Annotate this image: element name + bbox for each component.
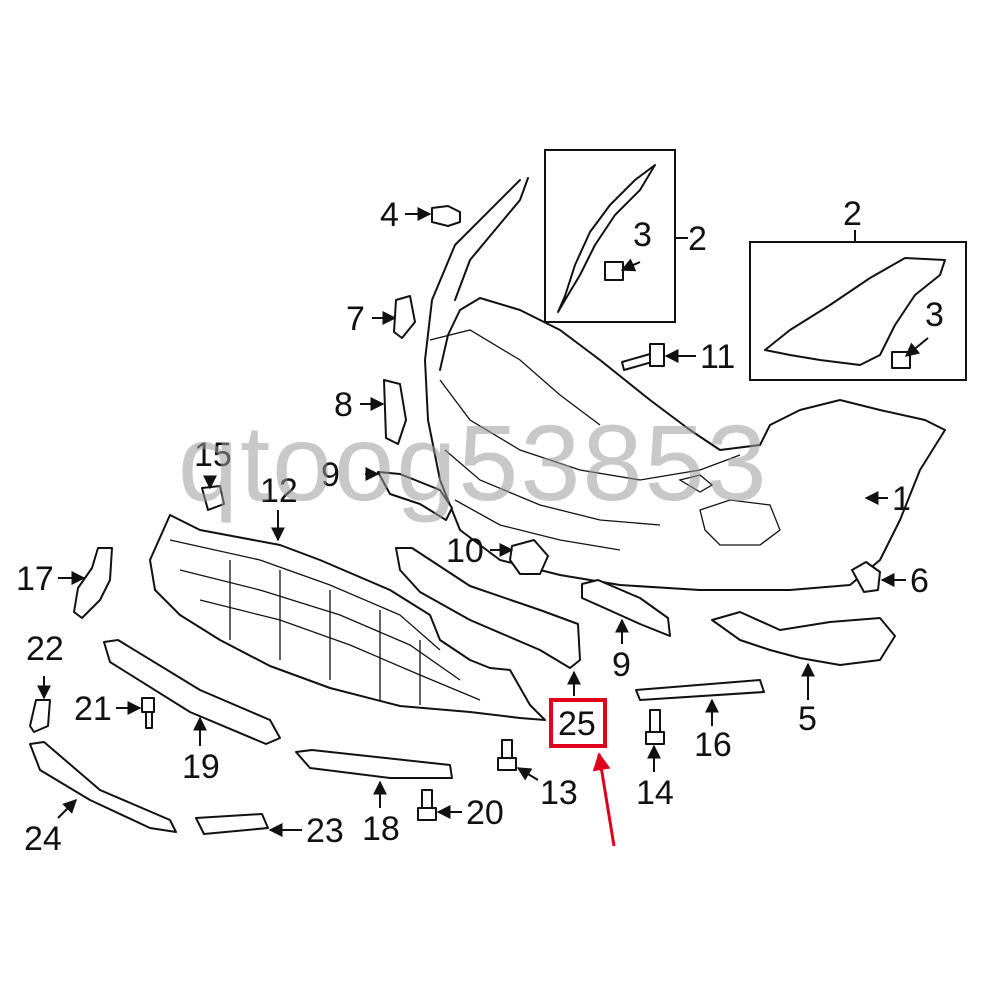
callout-4: 4 (380, 196, 399, 234)
callout-2-right: 2 (843, 195, 862, 233)
bracket-part-10[interactable] (509, 539, 549, 575)
callout-8: 8 (334, 386, 353, 424)
clip-part-6[interactable] (851, 561, 881, 593)
callout-15: 15 (194, 436, 232, 474)
callout-9-lower: 9 (612, 646, 631, 684)
callout-23: 23 (306, 812, 344, 850)
callout-20: 20 (466, 794, 504, 832)
callout-2-left: 2 (688, 220, 707, 258)
clip-part-4[interactable] (431, 205, 461, 227)
callout-14: 14 (636, 774, 674, 812)
callout-13: 13 (540, 774, 578, 812)
undercover-part-12[interactable] (149, 514, 546, 721)
highlight-part-25 (549, 698, 616, 847)
callout-16: 16 (694, 726, 732, 764)
strip-part-24[interactable] (29, 741, 177, 833)
bracket-part-8[interactable] (383, 379, 407, 445)
bracket-part-7[interactable] (393, 295, 416, 339)
callout-12: 12 (260, 472, 298, 510)
callout-17: 17 (16, 560, 54, 598)
bolt-part-21[interactable] (141, 697, 155, 729)
strip-part-19[interactable] (103, 639, 281, 745)
bolt-part-20[interactable] (417, 789, 437, 821)
callout-6: 6 (910, 562, 929, 600)
callout-19: 19 (182, 748, 220, 786)
callout-9-upper: 9 (321, 456, 340, 494)
bracket-part-5[interactable] (711, 611, 896, 666)
strip-part-18[interactable] (295, 749, 453, 779)
callout-labels: 1 2 2 3 3 4 5 6 7 8 9 9 10 11 12 13 14 1… (16, 195, 944, 858)
bracket-part-17[interactable] (73, 547, 113, 619)
highlight-arrow (592, 752, 616, 847)
grille-strip-part-25[interactable] (395, 547, 581, 669)
bracket-box-right[interactable] (749, 230, 967, 381)
molding-part-9-lower[interactable] (581, 579, 671, 637)
callout-22: 22 (26, 630, 64, 668)
bolt-part-14[interactable] (645, 709, 665, 745)
callout-3-right: 3 (925, 296, 944, 334)
bolt-part-11[interactable] (621, 343, 665, 371)
callout-10: 10 (446, 532, 484, 570)
callout-18: 18 (362, 810, 400, 848)
molding-part-9-upper[interactable] (377, 471, 453, 521)
callout-5: 5 (798, 700, 817, 738)
highlight-box (549, 698, 607, 748)
bracket-box-left[interactable] (544, 149, 688, 323)
strip-part-16[interactable] (635, 679, 765, 701)
callout-24: 24 (24, 820, 62, 858)
watermark-text: qtoog53853 (178, 402, 769, 523)
callout-11: 11 (700, 338, 735, 376)
callout-3-left: 3 (633, 216, 652, 254)
callout-25: 25 (558, 705, 596, 743)
bracket-part-23[interactable] (195, 813, 269, 835)
bolt-part-13[interactable] (497, 739, 517, 771)
leader-lines (37, 207, 929, 837)
callout-7: 7 (346, 300, 365, 338)
callout-1: 1 (892, 480, 911, 518)
clip-part-22[interactable] (29, 699, 51, 733)
bumper-cover[interactable] (424, 177, 946, 591)
callout-21: 21 (74, 690, 112, 728)
